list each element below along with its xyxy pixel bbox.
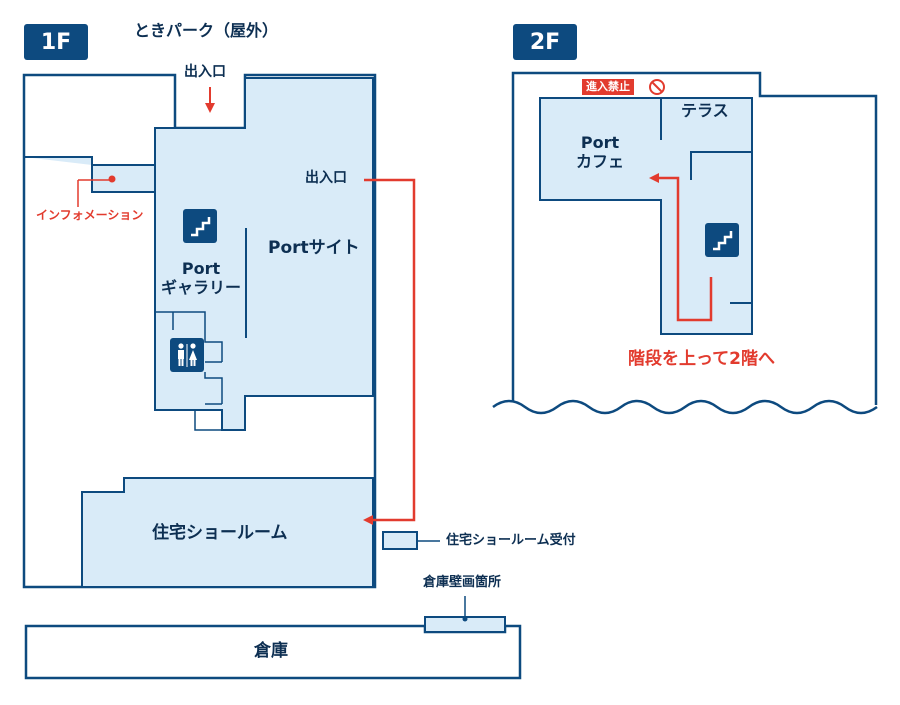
route-to-showroom: [363, 178, 416, 525]
information-dot: [108, 175, 116, 183]
2f-wavy-cut: [492, 399, 878, 415]
showroom-label: 住宅ショールーム: [152, 523, 288, 543]
restroom-icon: [170, 338, 204, 372]
showroom-reception-box: [382, 531, 418, 550]
no-entry-icon: [649, 79, 665, 95]
showroom-reception-label: 住宅ショールーム受付: [446, 533, 576, 548]
entrance-top-label: 出入口: [184, 64, 226, 80]
floor-1f-badge: 1F: [24, 24, 88, 60]
port-cafe-label: Port カフェ: [560, 133, 640, 171]
floor-1f-plan: [22, 73, 522, 680]
floor-2f-plan: [492, 71, 878, 415]
terrace-label: テラス: [681, 101, 729, 120]
warehouse-label: 倉庫: [254, 641, 288, 661]
stairs-to-2f-label: 階段を上って2階へ: [628, 349, 775, 369]
information-label: インフォメーション: [36, 208, 144, 222]
restroom-block: [155, 311, 223, 431]
port-gallery-label: Port ギャラリー: [158, 259, 244, 297]
warehouse-mural-label: 倉庫壁画箇所: [423, 575, 502, 590]
port-cafe-area: [539, 97, 753, 335]
stair-core-wall: [690, 151, 752, 180]
showroom-room: [81, 477, 374, 588]
port-cafe-line1: Port: [580, 133, 620, 152]
entrance-right-label: 出入口: [305, 170, 347, 186]
toki-park-label: ときパーク（屋外）: [134, 21, 279, 40]
floor-2f-badge: 2F: [513, 24, 577, 60]
port-site-label: Portサイト: [268, 238, 360, 258]
route-to-2f: [649, 173, 713, 322]
stairs-icon-2f: [705, 223, 739, 257]
port-gallery-line1: Port: [181, 259, 221, 278]
port-gallery-line2: ギャラリー: [160, 278, 241, 298]
stairs-icon: [183, 209, 217, 243]
port-cafe-line2: カフェ: [575, 152, 624, 172]
no-entry-label: 進入禁止: [582, 79, 634, 95]
